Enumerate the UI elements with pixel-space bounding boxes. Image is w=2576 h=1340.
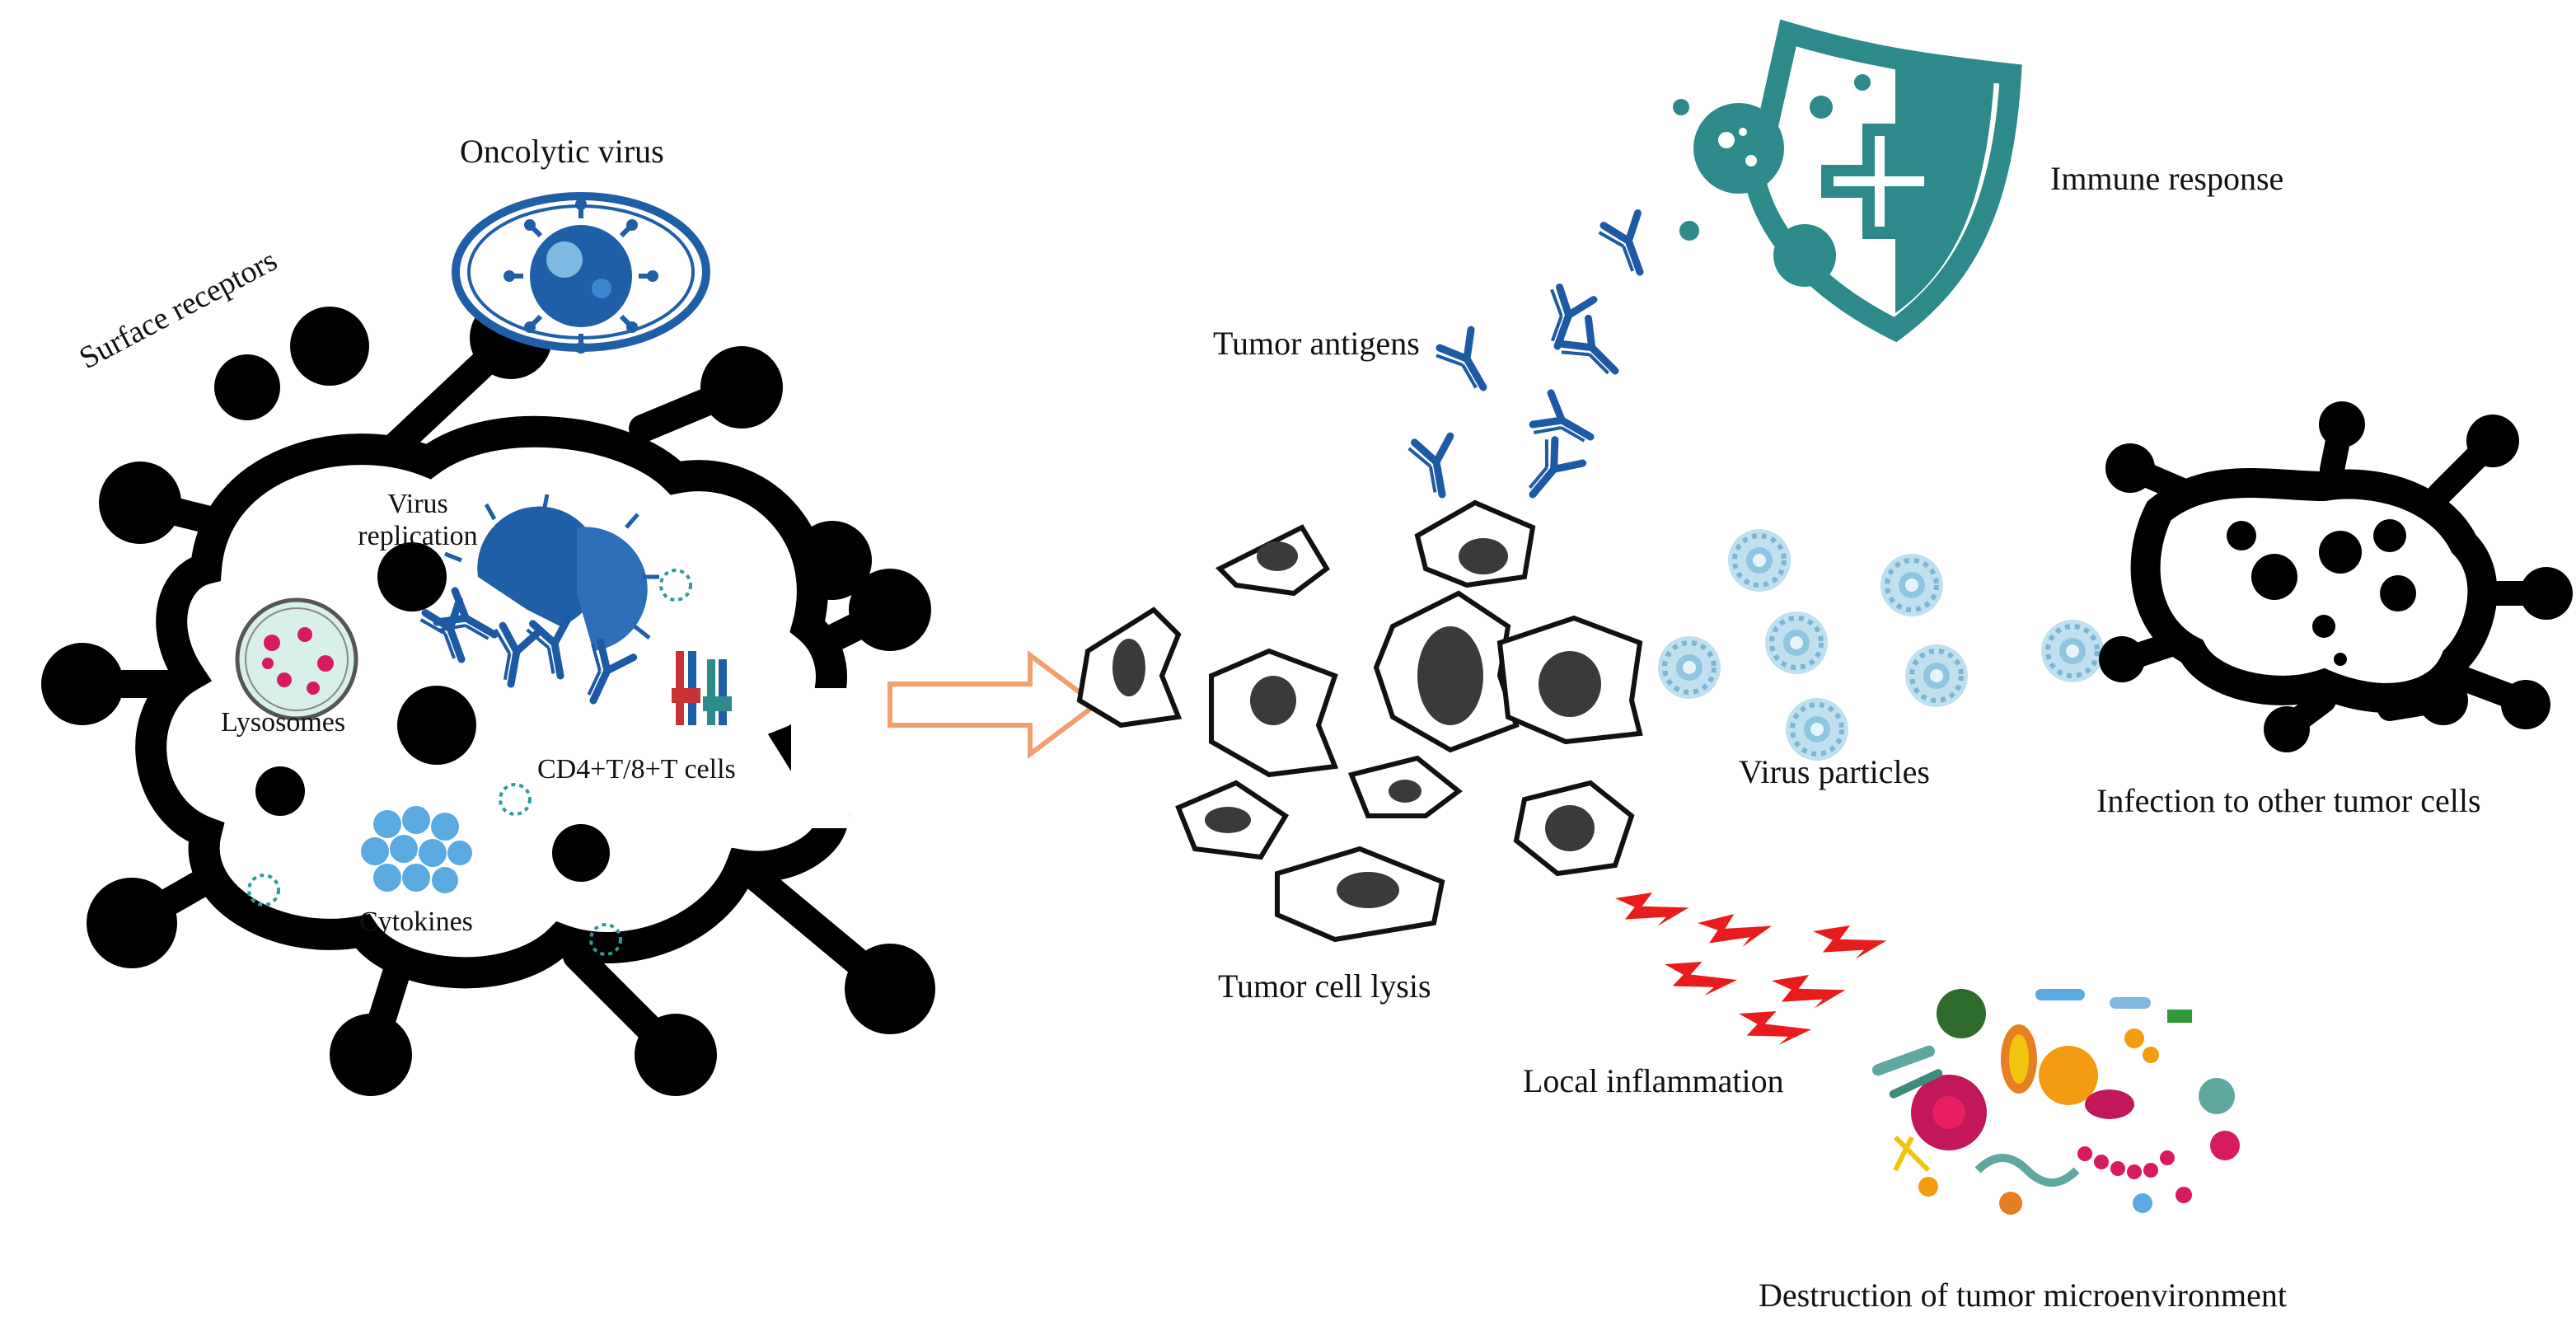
cytokines-icon bbox=[361, 806, 472, 893]
microenvironment-label: Destruction of tumor microenvironment bbox=[1759, 1277, 2287, 1314]
tumor-antigens-icons bbox=[1408, 213, 1657, 507]
dotted-vesicles bbox=[247, 569, 692, 956]
tumor-microenvironment-icon bbox=[1866, 972, 2240, 1220]
lysosome-icon bbox=[235, 597, 358, 721]
tumor-antigens-label: Tumor antigens bbox=[1213, 325, 1420, 362]
infected-tumor-cell bbox=[41, 297, 935, 1096]
inflammation-lightning-icons bbox=[1609, 881, 1888, 1060]
process-arrow bbox=[888, 650, 1100, 759]
other-tumor-cell bbox=[2099, 401, 2573, 752]
infection-other-cells-label: Infection to other tumor cells bbox=[2096, 782, 2481, 819]
tumor-cell-lysis-label: Tumor cell lysis bbox=[1218, 968, 1431, 1005]
lysosomes-label: Lysosomes bbox=[221, 707, 346, 738]
local-inflammation-label: Local inflammation bbox=[1523, 1062, 1784, 1099]
virus-replication-label-line1: Virus bbox=[387, 489, 448, 519]
t-cells-icon bbox=[672, 651, 732, 725]
lysed-cell-nuclei bbox=[1112, 538, 1601, 908]
immune-response-label: Immune response bbox=[2050, 160, 2284, 197]
cytokines-label: Cytokines bbox=[359, 907, 473, 937]
oncolytic-virus-label: Oncolytic virus bbox=[460, 133, 664, 170]
virus-replication-icon bbox=[419, 494, 659, 708]
virus-particles bbox=[1658, 529, 2104, 761]
t-cells-label: CD4+T/8+T cells bbox=[537, 754, 736, 785]
virus-particles-label: Virus particles bbox=[1739, 753, 1930, 790]
immune-response-shield-icon bbox=[1673, 19, 2022, 343]
virus-replication-label-line2: replication bbox=[358, 521, 478, 551]
oncolytic-virus-icon bbox=[452, 192, 710, 354]
